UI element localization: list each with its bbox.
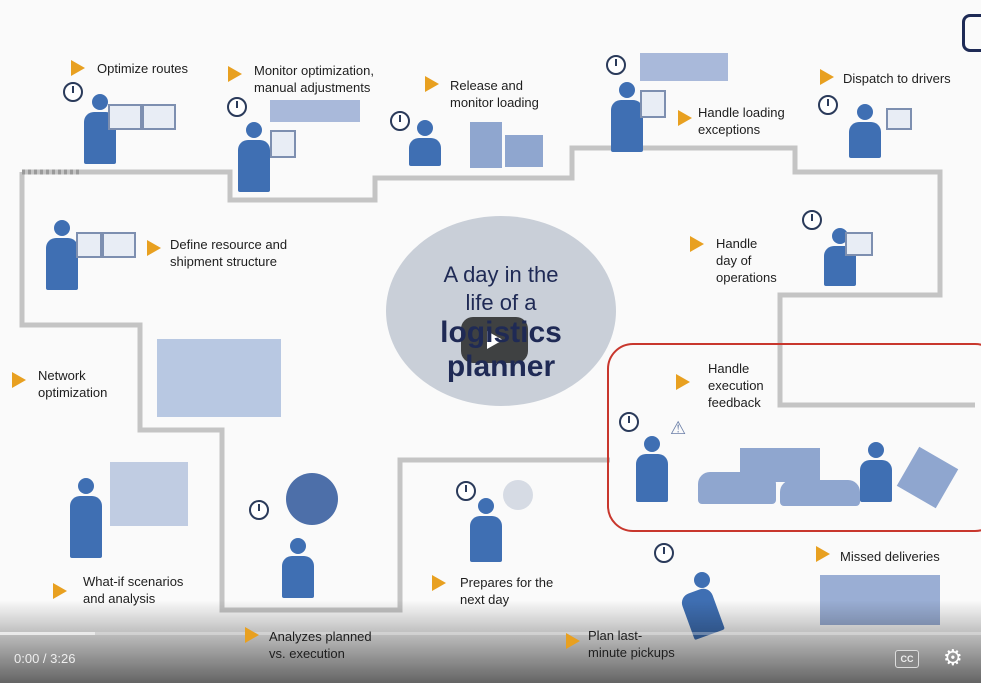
gear-icon: ⚙ — [943, 645, 963, 670]
step-marker-icon — [566, 633, 580, 649]
forklift-icon — [505, 135, 543, 167]
planner-figure-icon — [845, 104, 885, 160]
step-label: Network optimization — [38, 368, 108, 400]
clock-icon — [249, 500, 269, 520]
step-marker-icon — [147, 240, 161, 256]
planner-figure-icon — [42, 220, 82, 290]
clock-icon — [63, 82, 83, 102]
step-marker-icon — [228, 66, 242, 82]
title-line-2: life of a — [465, 290, 537, 315]
step-label: Optimize routes — [97, 61, 189, 76]
step-label: Handle loading exceptions — [698, 105, 785, 137]
monitor-icon — [76, 232, 102, 258]
trucks-icon — [640, 53, 728, 81]
globe-icon — [503, 480, 533, 510]
step-label: Monitor optimization, manual adjustments — [254, 63, 374, 95]
clock-icon — [227, 97, 247, 117]
clock-icon — [654, 543, 674, 563]
planner-figure-icon — [405, 120, 445, 166]
network-map-image — [157, 339, 281, 417]
clock-icon — [818, 95, 838, 115]
step-marker-icon — [816, 546, 830, 562]
step-marker-icon — [425, 76, 439, 92]
step-label: Analyzes planned vs. execution — [269, 629, 372, 661]
title-circle: A day in the life of a logistics planner — [386, 216, 616, 406]
settings-button[interactable]: ⚙ — [943, 647, 963, 669]
monitor-icon — [640, 90, 666, 118]
brand-logo — [962, 14, 981, 52]
step-label: Define resource and shipment structure — [170, 237, 288, 269]
step-marker-icon — [432, 575, 446, 591]
clock-icon — [802, 210, 822, 230]
monitor-icon — [270, 130, 296, 158]
step-label: Release and monitor loading — [450, 78, 539, 110]
step-label: Dispatch to drivers — [843, 71, 951, 86]
planner-figure-icon — [679, 572, 725, 641]
scenario-tree-icon — [110, 462, 188, 526]
monitor-icon — [108, 104, 142, 130]
monitor-icon — [142, 104, 176, 130]
planner-figure-icon — [278, 538, 318, 598]
time-display: 0:00 / 3:26 — [14, 651, 76, 666]
step-marker-icon — [678, 110, 692, 126]
step-label: Prepares for the next day — [460, 575, 554, 607]
highlight-frame — [607, 343, 981, 532]
trucks-icon — [270, 100, 360, 122]
buffered-bar — [0, 632, 96, 635]
police-figure-icon — [856, 442, 896, 502]
step-marker-icon — [690, 236, 704, 252]
captions-button[interactable]: CC — [895, 650, 919, 668]
clock-icon — [456, 481, 476, 501]
step-label: Handle execution feedback — [708, 361, 764, 410]
step-marker-icon — [71, 60, 85, 76]
progress-bar[interactable] — [0, 632, 981, 635]
play-button[interactable] — [461, 317, 528, 363]
step-marker-icon — [245, 627, 259, 643]
planner-phone-figure-icon — [632, 436, 672, 502]
step-marker-icon — [820, 69, 834, 85]
laptop-icon — [886, 108, 912, 130]
monitor-icon — [845, 232, 873, 256]
step-label: Plan last- minute pickups — [588, 628, 675, 660]
car-icon — [780, 480, 860, 506]
title-line-4: planner — [446, 350, 556, 383]
clock-icon — [606, 55, 626, 75]
title-line-3: logistics — [440, 316, 562, 349]
planner-figure-icon — [66, 478, 106, 558]
clock-icon — [390, 111, 410, 131]
step-label: Missed deliveries — [840, 549, 940, 564]
step-label: What-if scenarios and analysis — [83, 574, 184, 606]
step-marker-icon — [53, 583, 67, 599]
delivery-truck-icon — [820, 575, 940, 625]
monitor-icon — [102, 232, 136, 258]
planner-phone-figure-icon — [466, 498, 506, 562]
planner-figure-icon — [820, 228, 860, 286]
step-marker-icon — [12, 372, 26, 388]
warehouse-boxes-icon — [470, 122, 502, 168]
warning-icon: ⚠ — [670, 418, 687, 438]
report-icon — [286, 473, 338, 525]
truck-icon — [740, 448, 820, 482]
step-label: Handle day of operations — [716, 236, 777, 285]
step-marker-icon — [676, 374, 690, 390]
clock-icon — [619, 412, 639, 432]
planner-figure-icon — [607, 82, 647, 152]
title-line-1: A day in the — [443, 262, 559, 287]
planner-figure-icon — [234, 122, 274, 192]
